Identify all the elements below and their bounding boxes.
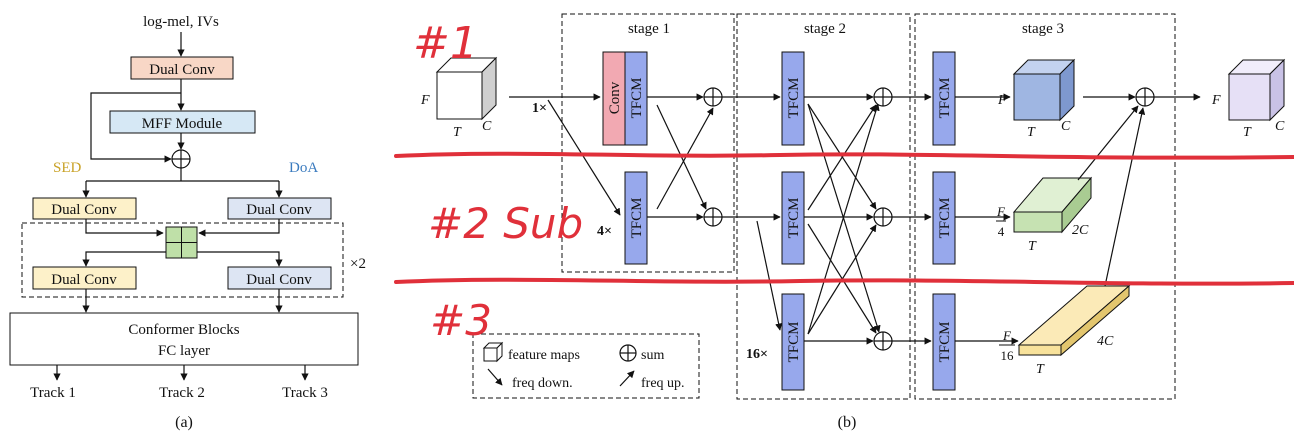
legend-feature-maps: feature maps — [508, 348, 580, 363]
tfcm-s3-bot-label: TFCM — [937, 322, 953, 363]
sum-s1-top — [703, 87, 723, 107]
sed-label: SED — [53, 160, 82, 176]
track2-label: Track 2 — [159, 385, 205, 401]
input-cube — [435, 56, 498, 121]
tfcm-s3-top-label: TFCM — [937, 78, 953, 119]
conformer-block — [9, 312, 359, 366]
tfcm-s1-mid-label: TFCM — [629, 198, 645, 239]
output-f-label: F — [1211, 93, 1221, 108]
dual-conv-doa-label-1: Dual Conv — [246, 202, 312, 218]
stage3-label: stage 3 — [1022, 21, 1064, 37]
tfcm-s3-top — [932, 51, 956, 146]
legend-sum-icon — [619, 344, 637, 362]
output-t-label: T — [1243, 125, 1252, 140]
tfcm-s3-mid-label: TFCM — [937, 198, 953, 239]
dual-conv-sed-block-2 — [32, 266, 137, 290]
fusion-grid — [165, 226, 198, 259]
stage2-label: stage 2 — [804, 21, 846, 37]
stage1-label: stage 1 — [628, 21, 670, 37]
yellow-frac-den: 16 — [1001, 348, 1015, 363]
caption-b: (b) — [838, 414, 857, 431]
mff-module-label: MFF Module — [142, 116, 223, 132]
sum-final — [1135, 87, 1155, 107]
conformer-line2: FC layer — [158, 343, 210, 359]
track1-label: Track 1 — [30, 385, 76, 401]
stage2-box — [736, 13, 911, 400]
output-c-label: C — [1275, 119, 1285, 134]
tfcm-s2-top-label: TFCM — [786, 78, 802, 119]
tfcm-s2-mid-label: TFCM — [786, 198, 802, 239]
green-t-label: T — [1028, 239, 1037, 254]
conformer-line1: Conformer Blocks — [128, 322, 239, 338]
repeat-dashed-box — [21, 222, 344, 298]
dual-conv-top-block — [130, 56, 234, 80]
output-cube — [1227, 58, 1286, 122]
ratio-16x-label: 16× — [746, 347, 768, 362]
doa-label: DoA — [289, 160, 318, 176]
ratio-1x-label: 1× — [532, 101, 547, 116]
blue-t-label: T — [1027, 125, 1036, 140]
legend-freq-up-arrow — [619, 370, 635, 387]
tfcm-s2-top — [781, 51, 805, 146]
dual-conv-sed-label-2: Dual Conv — [51, 272, 117, 288]
legend-cube-icon — [482, 341, 504, 363]
tfcm-s1-top — [624, 51, 648, 146]
red-divider-line-1 — [394, 151, 1294, 160]
yellow-frac-num: F — [1002, 328, 1012, 343]
sum-node-a — [171, 149, 191, 169]
hash3-annotation: #3 — [430, 296, 492, 345]
dual-conv-doa-label-2: Dual Conv — [246, 272, 312, 288]
sum-s2-top — [873, 87, 893, 107]
dual-conv-top-label: Dual Conv — [149, 62, 215, 78]
legend-freq-up: freq up. — [641, 376, 685, 391]
green-2c-label: 2C — [1072, 223, 1089, 238]
panel-b: stage 1 stage 2 stage 3 F T C 1× Conv TF… — [420, 13, 1286, 431]
stage3-box — [914, 13, 1176, 400]
sum-s1-mid — [703, 207, 723, 227]
tfcm-s2-mid — [781, 171, 805, 265]
legend-sum: sum — [641, 348, 664, 363]
input-f-label: F — [420, 93, 430, 108]
legend-box — [472, 333, 700, 399]
hash1-annotation: #1 — [413, 18, 478, 69]
yellow-4c-label: 4C — [1097, 334, 1114, 349]
tfcm-s2-bot — [781, 293, 805, 391]
green-frac-den: 4 — [998, 224, 1005, 239]
conv-label: Conv — [607, 81, 623, 114]
blue-f-label: F — [997, 93, 1007, 108]
input-label: log-mel, IVs — [143, 14, 219, 30]
sum-s2-mid — [873, 207, 893, 227]
ratio-4x-label: 4× — [597, 224, 612, 239]
stage1-box — [561, 13, 735, 273]
track3-label: Track 3 — [282, 385, 328, 401]
green-cube — [1012, 176, 1093, 234]
input-c-label: C — [482, 119, 492, 134]
yellow-cube — [1017, 284, 1131, 357]
red-annotations: #1 #2 Sub #3 — [394, 18, 1294, 345]
sum-s2-bot — [873, 331, 893, 351]
panel-a: log-mel, IVs Dual Conv MFF Module SED Do… — [9, 14, 366, 431]
tfcm-s2-bot-label: TFCM — [786, 322, 802, 363]
tfcm-s1-mid — [624, 171, 648, 265]
tfcm-s1-top-label: TFCM — [629, 78, 645, 119]
mff-module-block — [109, 110, 256, 134]
blue-c-label: C — [1061, 119, 1071, 134]
repeat-label: ×2 — [350, 256, 366, 272]
hash2-annotation: #2 Sub — [428, 199, 583, 248]
caption-a: (a) — [175, 414, 193, 431]
legend-freq-down: freq down. — [512, 376, 573, 391]
yellow-t-label: T — [1036, 362, 1045, 377]
blue-cube — [1012, 58, 1076, 122]
dual-conv-sed-label-1: Dual Conv — [51, 202, 117, 218]
tfcm-s3-mid — [932, 171, 956, 265]
legend-freq-down-arrow — [487, 368, 503, 386]
green-frac-num: F — [996, 204, 1006, 219]
input-t-label: T — [453, 125, 462, 140]
tfcm-s3-bot — [932, 293, 956, 391]
dual-conv-sed-block-1 — [32, 197, 137, 220]
red-divider-line-2 — [394, 277, 1294, 286]
